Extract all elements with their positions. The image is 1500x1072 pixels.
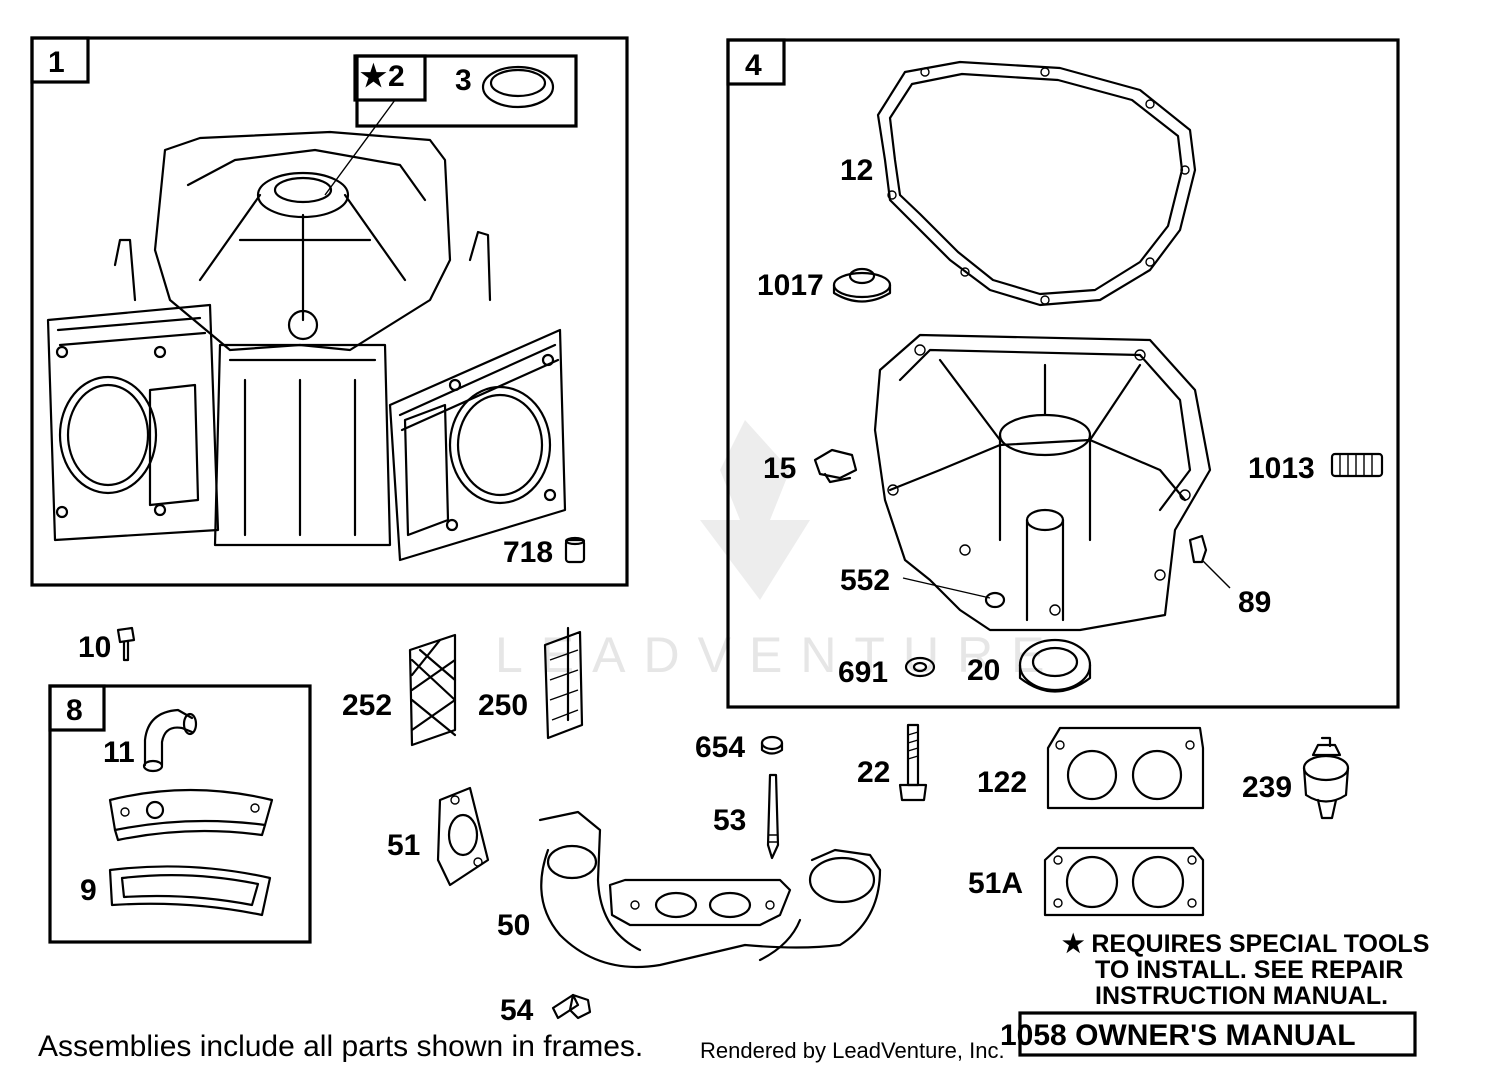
part-50-exhaust-manifold-icon[interactable]: [538, 810, 882, 969]
part-239-label[interactable]: 239: [1242, 771, 1292, 804]
part-3-seal-icon[interactable]: [481, 65, 555, 109]
part-1013-label[interactable]: 1013: [1248, 452, 1315, 485]
part-239-oil-pressure-switch-icon[interactable]: [1302, 736, 1350, 820]
part-654-label[interactable]: 654: [695, 731, 745, 764]
frame-8-label: 8: [66, 694, 83, 727]
part-54-screw-icon[interactable]: [551, 993, 592, 1020]
part-22-label[interactable]: 22: [857, 756, 890, 789]
cylinder-block-icon[interactable]: [46, 130, 567, 562]
part-15-drain-plug-icon[interactable]: [813, 448, 858, 484]
part-252-air-filter-icon[interactable]: [408, 633, 457, 747]
frame-8-border: [48, 684, 312, 944]
sump-body-icon[interactable]: [873, 333, 1212, 632]
part-691-label[interactable]: 691: [838, 656, 888, 689]
special-tools-note: ★ REQUIRES SPECIAL TOOLS TO INSTALL. SEE…: [1062, 930, 1429, 1010]
frame-2-badge: [353, 54, 427, 102]
part-11-breather-tube-icon[interactable]: [142, 708, 198, 773]
part-9-label[interactable]: 9: [80, 874, 97, 907]
part-51-label[interactable]: 51: [387, 829, 420, 862]
part-552-label[interactable]: 552: [840, 564, 890, 597]
part-552-seal-icon[interactable]: [984, 591, 1006, 609]
assemblies-footnote: Assemblies include all parts shown in fr…: [38, 1030, 643, 1063]
breather-cover-icon[interactable]: [108, 788, 274, 842]
rendered-by-credit: Rendered by LeadVenture, Inc.: [700, 1038, 1005, 1063]
frame-1-badge: [30, 36, 90, 84]
part-12-label[interactable]: 12: [840, 154, 873, 187]
special-tools-line-3: INSTRUCTION MANUAL.: [1095, 982, 1388, 1010]
part-718-label[interactable]: 718: [503, 536, 553, 569]
part-3-label[interactable]: 3: [455, 64, 472, 97]
part-10-screw-icon[interactable]: [116, 626, 136, 662]
owners-manual-label[interactable]: 1058 OWNER'S MANUAL: [1000, 1019, 1356, 1052]
part-89-fitting-icon[interactable]: [1188, 534, 1208, 564]
frame-1-label: 1: [48, 46, 65, 79]
leader-552: [902, 577, 991, 599]
part-12-sump-gasket-icon[interactable]: [876, 60, 1197, 307]
frame-1-border: [30, 36, 629, 587]
part-654-nut-icon[interactable]: [760, 735, 784, 755]
part-15-label[interactable]: 15: [763, 452, 796, 485]
star-icon: ★: [360, 60, 387, 93]
owners-manual-box[interactable]: 1058 OWNER'S MANUAL: [1000, 1011, 1417, 1057]
part-691-washer-icon[interactable]: [904, 656, 936, 678]
part-11-label[interactable]: 11: [103, 736, 135, 769]
frame-4-badge: [726, 38, 786, 86]
part-250-label[interactable]: 250: [478, 689, 528, 722]
part-22-bolt-icon[interactable]: [898, 723, 928, 802]
part-250-pre-cleaner-icon[interactable]: [543, 626, 584, 740]
part-53-stud-icon[interactable]: [766, 773, 780, 860]
part-54-label[interactable]: 54: [500, 994, 534, 1027]
part-1017-label[interactable]: 1017: [757, 269, 824, 302]
part-20-label[interactable]: 20: [967, 654, 1000, 687]
part-1013-pin-icon[interactable]: [1330, 452, 1384, 478]
part-252-label[interactable]: 252: [342, 689, 392, 722]
part-718-dowel-icon[interactable]: [564, 536, 586, 564]
part-9-gasket-icon[interactable]: [108, 865, 272, 917]
part-51a-gasket-icon[interactable]: [1043, 846, 1205, 917]
part-51a-label[interactable]: 51A: [968, 867, 1023, 900]
leader-89: [1201, 559, 1231, 589]
part-122-spacer-icon[interactable]: [1046, 726, 1205, 810]
part-51-gasket-icon[interactable]: [436, 786, 490, 887]
owners-manual-border: [1018, 1011, 1417, 1057]
frame-2-border: [355, 54, 578, 128]
frame-4-label: 4: [745, 49, 762, 82]
part-20-oil-seal-icon[interactable]: [1018, 638, 1092, 693]
part-50-label[interactable]: 50: [497, 909, 530, 942]
frame-1-cylinder-assembly[interactable]: 1 ★ 2 3: [30, 36, 629, 587]
watermark-text: LEADVENTURE: [495, 627, 1063, 683]
frame-4-border: [726, 38, 1400, 709]
frame-8-badge: [48, 684, 106, 732]
special-tools-line-1: ★ REQUIRES SPECIAL TOOLS: [1062, 930, 1429, 958]
frame-8-breather-assembly[interactable]: 8 11 9: [48, 684, 312, 944]
part-53-label[interactable]: 53: [713, 804, 746, 837]
part-1017-breather-icon[interactable]: [832, 267, 892, 303]
part-122-label[interactable]: 122: [977, 766, 1027, 799]
special-tools-line-2: TO INSTALL. SEE REPAIR: [1095, 956, 1403, 984]
part-2-label[interactable]: 2: [388, 60, 405, 93]
frame-4-sump-assembly[interactable]: 4 12 1017: [726, 38, 1400, 709]
part-10-label[interactable]: 10: [78, 631, 111, 664]
part-89-label[interactable]: 89: [1238, 586, 1271, 619]
